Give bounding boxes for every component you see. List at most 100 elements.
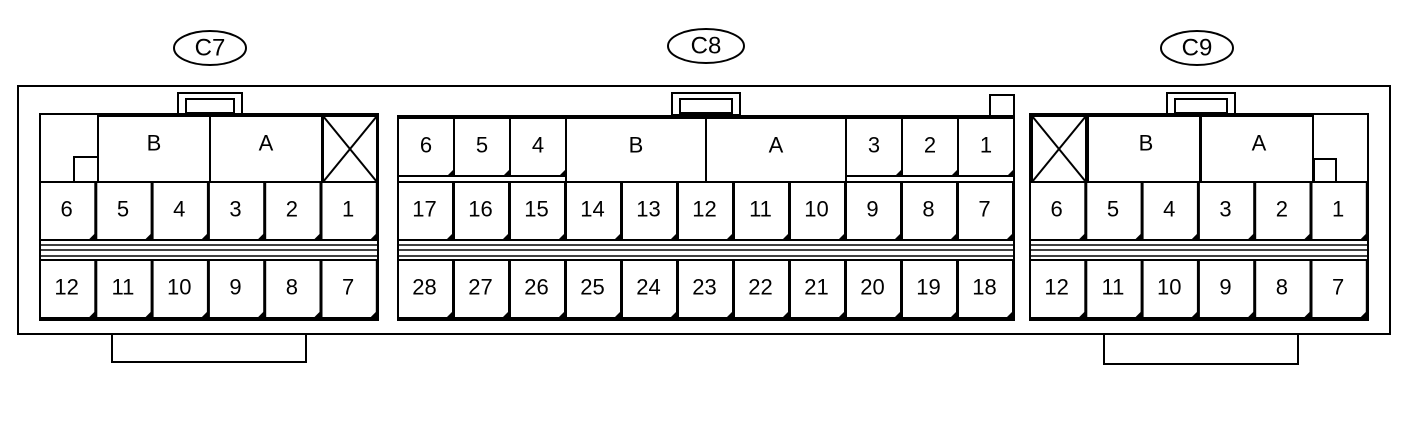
c8-top-chamfer-5 (503, 169, 510, 176)
c8-row1-pin-11-chamfer (782, 233, 789, 240)
c8-top-label-B: B (629, 133, 644, 158)
c9-row1-pin-4-cavity (1141, 181, 1199, 241)
c8-row2-pin-28-chamfer (446, 311, 453, 318)
c9-row1-pin-5-label: 5 (1107, 197, 1119, 222)
c9-bottom-tab (1103, 333, 1299, 365)
c7-row2-pin-7-label: 7 (342, 275, 354, 300)
c8-row2-pin-24-cavity (621, 259, 678, 319)
c8-row2-pin-22-chamfer (782, 311, 789, 318)
c8-row2-pin-21-label: 21 (804, 275, 828, 300)
c8-row1-pin-15-cavity (509, 181, 566, 241)
c9-label-oval (1160, 30, 1234, 66)
c8-row2-pin-27-cavity (453, 259, 510, 319)
c9-top-label-b: B (1139, 131, 1154, 156)
c9-row1-pin-2-chamfer (1303, 233, 1311, 240)
c8-row2-pin-18-cavity (957, 259, 1014, 319)
c7-top-label-a: A (259, 131, 274, 156)
c8-top-cell-A (705, 117, 847, 183)
c7-row1-pin-2-label: 2 (286, 197, 298, 222)
c8-row1-pin-9-chamfer (894, 233, 901, 240)
c9-row2-pin-12-chamfer (1078, 311, 1086, 318)
c9-row1-pin-3-label: 3 (1219, 197, 1231, 222)
c9-row2-pin-11-label: 11 (1102, 275, 1125, 300)
c8-row1-pin-14-chamfer (614, 233, 621, 240)
c7-row1-pin-1-cavity (320, 181, 378, 241)
c8-row2-pin-21-chamfer (838, 311, 845, 318)
c9-row1-pin-6-chamfer (1078, 233, 1086, 240)
c8-row1-pin-15-label: 15 (524, 197, 548, 222)
c8-row1-pin-10-chamfer (838, 233, 845, 240)
c9-top-label-a: A (1252, 131, 1267, 156)
c7-row2-pin-11-chamfer (144, 311, 152, 318)
c8-top-chamfer-6 (447, 169, 454, 176)
c7-bottom-tab (111, 333, 307, 363)
c7-row2-pin-8-cavity (264, 259, 322, 319)
c8-row1-pin-17-chamfer (446, 233, 453, 240)
c8-row2-pin-25-chamfer (614, 311, 621, 318)
c8-label-oval (667, 28, 745, 64)
c9-row2-pin-8-chamfer (1303, 311, 1311, 318)
c8-row1-pin-11-label: 11 (749, 197, 772, 222)
c9-row1-pin-6-label: 6 (1051, 197, 1063, 222)
c9-row2-pin-8-label: 8 (1276, 275, 1288, 300)
c9-row2-pin-10-cavity (1141, 259, 1199, 319)
c7-row1-pin-1-label: 1 (342, 197, 354, 222)
c8-row1-pin-13-chamfer (670, 233, 677, 240)
c8-row1-pin-10-label: 10 (804, 197, 828, 222)
c9-row2-pin-9-chamfer (1247, 311, 1255, 318)
c8-top-label-3: 3 (868, 133, 880, 158)
c7-row1-pin-5-chamfer (144, 233, 152, 240)
c7-row1-pin-6-cavity (39, 181, 97, 241)
c8-row2-pin-27-chamfer (502, 311, 509, 318)
c7-row1-pin-3-cavity (207, 181, 266, 241)
c8-row2-pin-26-chamfer (558, 311, 565, 318)
c8-row1-pin-7-cavity (957, 181, 1014, 241)
c8-row1-pin-7-chamfer (1006, 233, 1013, 240)
c9-row1-pin-4-label: 4 (1163, 197, 1175, 222)
c7-key (73, 156, 99, 184)
c8-row2-pin-25-label: 25 (580, 275, 604, 300)
c7-latch (177, 92, 243, 116)
c9-row2-pin-12-cavity (1029, 259, 1087, 319)
c7-row2-pin-7-chamfer (369, 311, 377, 318)
c8-row2-pin-28-label: 28 (412, 275, 436, 300)
c8-label: C8 (691, 33, 722, 60)
c8-row1-pin-12-chamfer (726, 233, 733, 240)
c9-row1-pin-4-chamfer (1190, 233, 1198, 240)
c7-row2-pin-12-chamfer (88, 311, 96, 318)
c8-row1-pin-16-label: 16 (468, 197, 492, 222)
c8-top-chamfer-1 (1007, 169, 1014, 176)
c7-row2-pin-8-label: 8 (286, 275, 298, 300)
c8-row2-pin-19-chamfer (950, 311, 957, 318)
c8-top-label-6: 6 (420, 133, 432, 158)
c9-key (1313, 158, 1337, 184)
c8-row2-pin-18-label: 18 (972, 275, 996, 300)
c8-top-label-A: A (769, 133, 784, 158)
c7-row1-pin-5-label: 5 (117, 197, 129, 222)
c7-row1-pin-6-chamfer (88, 233, 96, 240)
c8-row2-pin-27-label: 27 (468, 275, 492, 300)
c8-row1-pin-16-chamfer (502, 233, 509, 240)
c9-row2-pin-12-label: 12 (1044, 275, 1068, 300)
c7-row1-pin-5-cavity (95, 181, 153, 241)
c7-row1-pin-2-cavity (264, 181, 322, 241)
c8-row1-pin-8-label: 8 (922, 197, 934, 222)
c7-row2-pin-9-chamfer (257, 311, 265, 318)
c8-row2-pin-23-label: 23 (692, 275, 716, 300)
c9-row1-pin-1-cavity (1310, 181, 1368, 241)
c9-row2-pin-7-cavity (1310, 259, 1368, 319)
c7-blocked-x-2 (322, 115, 378, 183)
c8-latch-inner (679, 98, 733, 114)
c8-top-cell-1 (957, 117, 1015, 177)
c9-row2-pin-11-cavity (1085, 259, 1143, 319)
c8-row2-pin-24-chamfer (670, 311, 677, 318)
c7-row2-pin-10-chamfer (200, 311, 208, 318)
c8-row1-pin-7-label: 7 (978, 197, 990, 222)
